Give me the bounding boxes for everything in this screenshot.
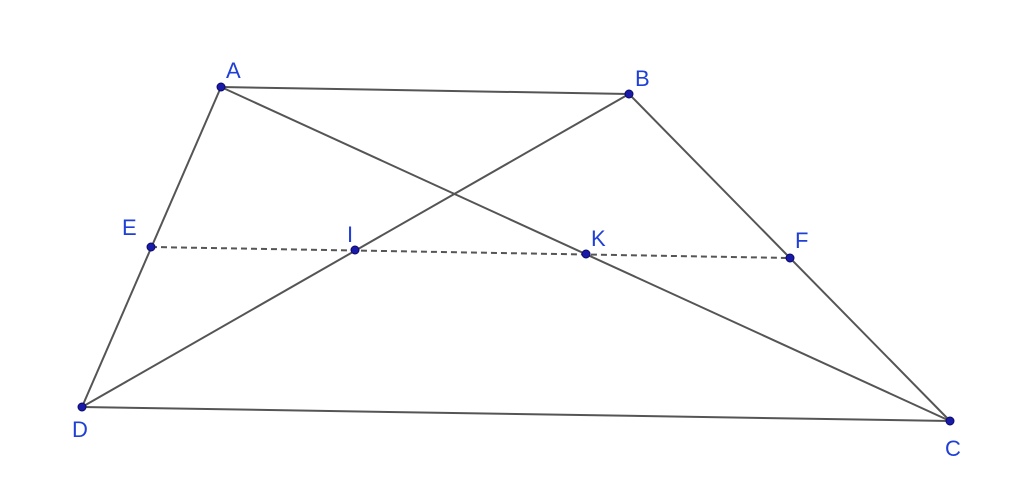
- segment-CD: [81, 406, 951, 422]
- point-C: [945, 416, 955, 426]
- label-I: I: [347, 222, 353, 247]
- label-B: B: [635, 66, 650, 91]
- label-F: F: [795, 228, 808, 253]
- label-D: D: [72, 417, 88, 442]
- point-F: [785, 253, 795, 263]
- label-E: E: [122, 215, 137, 240]
- dashed-segment-EF: [150, 246, 791, 259]
- label-K: K: [591, 226, 606, 251]
- point-E: [146, 242, 156, 252]
- point-B: [624, 89, 634, 99]
- point-K: [581, 249, 591, 259]
- point-I: [350, 245, 360, 255]
- label-A: A: [226, 58, 241, 83]
- point-D: [77, 402, 87, 412]
- label-C: C: [945, 436, 961, 461]
- point-A: [216, 82, 226, 92]
- segment-AB: [220, 86, 630, 95]
